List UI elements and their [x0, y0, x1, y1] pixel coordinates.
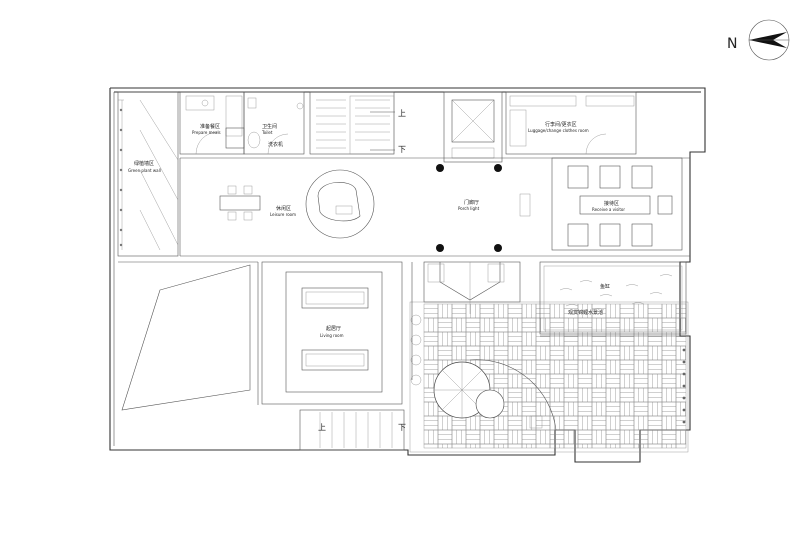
washer-label: 洗衣机 — [268, 141, 283, 148]
top-staircase — [309, 91, 395, 155]
exterior-walls — [109, 87, 706, 463]
piano-rug — [305, 169, 375, 239]
reception-seating — [519, 157, 683, 251]
living-label: 起居厅 — [326, 326, 341, 332]
luggage-label: 行李间/更衣区 — [545, 121, 577, 128]
living-label-en: Living room — [320, 333, 344, 338]
stair-down-label-2: 下 — [398, 423, 406, 432]
green-wall-label: 绿植墙区 — [134, 160, 154, 167]
dining-table — [219, 185, 261, 221]
garden-paving — [409, 262, 689, 453]
reception-label-en: Receive a visitor — [592, 207, 625, 212]
fish-tank-label: 鱼缸 — [600, 283, 610, 290]
luggage-room — [505, 91, 637, 155]
stair-up-label-2: 上 — [318, 423, 326, 432]
prep-label: 准备餐区 — [200, 123, 220, 130]
compass-letter: N — [727, 36, 737, 52]
porch-label-en: Porch light — [458, 206, 480, 211]
green-wall-label-en: Green plant wall — [128, 168, 161, 173]
toilet-label: 卫生间 — [262, 123, 277, 130]
leisure-label-en: Leisure room — [270, 212, 296, 217]
porch-label: 门廊厅 — [464, 199, 479, 206]
lower-left-void — [118, 261, 259, 411]
garden-hedge — [682, 348, 686, 424]
north-compass-icon — [748, 19, 790, 61]
garden-umbrella — [433, 359, 557, 431]
lower-staircase — [299, 409, 405, 451]
luggage-label-en: Luggage/change clothes room — [528, 128, 589, 133]
koi-pond — [539, 261, 687, 335]
reception-label: 接待区 — [604, 200, 619, 207]
green-wall-area — [117, 91, 179, 257]
prep-label-en: Prepare meals — [192, 130, 221, 135]
living-room — [261, 261, 403, 405]
entry-steps — [423, 261, 521, 314]
leisure-label: 休闲区 — [276, 205, 291, 212]
prep-and-toilet-rooms — [179, 91, 305, 155]
stair-down-label: 下 — [398, 145, 406, 154]
koi-pond-label: 观赏锦鲤水景池 — [568, 309, 603, 316]
elevator-shafts — [443, 91, 503, 163]
toilet-label-en: Toilet — [261, 130, 273, 135]
stair-up-label: 上 — [398, 109, 406, 118]
porch-columns — [436, 164, 502, 252]
